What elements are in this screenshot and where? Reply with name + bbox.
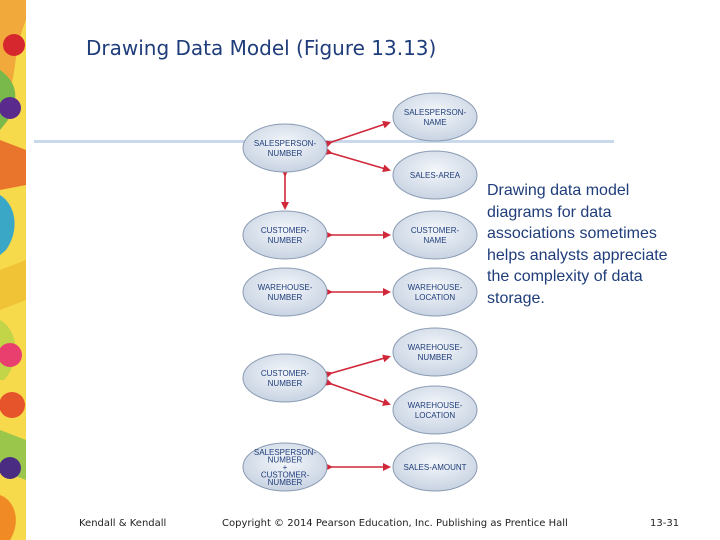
entity-label-line: NUMBER	[268, 293, 303, 302]
entity-label-line: CUSTOMER-	[261, 226, 310, 235]
entity-label-line: LOCATION	[415, 293, 456, 302]
entity-ellipse	[242, 353, 328, 403]
entity-label-line: CUSTOMER-	[261, 471, 310, 480]
entity-label-line: LOCATION	[415, 411, 456, 420]
footer-author: Kendall & Kendall	[79, 518, 167, 529]
entity-ellipse	[242, 442, 328, 492]
entity-label-line: NUMBER	[268, 456, 303, 465]
right-entity-node: WAREHOUSE-NUMBER	[392, 327, 478, 377]
entity-ellipse	[242, 267, 328, 317]
right-entity-node: WAREHOUSE-LOCATION	[392, 385, 478, 435]
entity-ellipse	[242, 123, 328, 173]
left-entity-node: CUSTOMER-NUMBER	[242, 353, 328, 403]
right-entity-node: SALESPERSON-NAME	[392, 92, 478, 142]
entity-ellipse	[242, 210, 328, 260]
right-entity-node: WAREHOUSE-LOCATION	[392, 267, 478, 317]
slide-body-text: Drawing data model diagrams for data ass…	[487, 182, 668, 307]
decorative-left-strip	[0, 0, 26, 540]
right-entity-node: SALES-AMOUNT	[392, 442, 478, 492]
entity-ellipse	[392, 267, 478, 317]
entity-label-line: SALESPERSON-	[254, 448, 317, 457]
association-arrow-0	[324, 120, 391, 149]
footer-copyright: Copyright © 2014 Pearson Education, Inc.…	[222, 518, 568, 529]
entity-label-line: SALESPERSON-	[404, 108, 467, 117]
association-arrow-5	[324, 354, 391, 379]
left-entity-node: SALESPERSON-NUMBER	[242, 123, 328, 173]
entity-label-line: NUMBER	[268, 379, 303, 388]
entity-label-line: WAREHOUSE-	[408, 401, 463, 410]
entity-label-line: SALES-AMOUNT	[403, 463, 466, 472]
entity-ellipse	[392, 210, 478, 260]
entity-label-line: NUMBER	[268, 236, 303, 245]
entity-ellipse	[392, 92, 478, 142]
right-entity-node: CUSTOMER-NAME	[392, 210, 478, 260]
left-entity-node: SALESPERSON-NUMBER+CUSTOMER-NUMBER	[242, 442, 328, 492]
data-model-diagram: SALESPERSON-NUMBERCUSTOMER-NUMBERWAREHOU…	[242, 92, 478, 492]
entity-ellipse	[392, 385, 478, 435]
left-entity-node: CUSTOMER-NUMBER	[242, 210, 328, 260]
entity-label-line: NAME	[423, 236, 446, 245]
association-arrow-1	[324, 147, 391, 173]
entity-label-line: +	[283, 463, 288, 472]
entity-label-line: NAME	[423, 118, 446, 127]
entity-label-line: CUSTOMER-	[411, 226, 460, 235]
entity-ellipse	[392, 150, 478, 200]
entity-label-line: CUSTOMER-	[261, 369, 310, 378]
entity-label-line: WAREHOUSE-	[408, 283, 463, 292]
entity-label-line: SALESPERSON-	[254, 139, 317, 148]
right-entity-node: SALES-AREA	[392, 150, 478, 200]
slide-title: Drawing Data Model (Figure 13.13)	[86, 36, 437, 60]
entity-ellipse	[392, 442, 478, 492]
entity-label-line: NUMBER	[268, 478, 303, 487]
entity-ellipse	[392, 327, 478, 377]
association-arrow-6	[324, 378, 391, 406]
entity-label-line: WAREHOUSE-	[258, 283, 313, 292]
entity-label-line: NUMBER	[268, 149, 303, 158]
left-entity-node: WAREHOUSE-NUMBER	[242, 267, 328, 317]
entity-label-line: SALES-AREA	[410, 171, 461, 180]
entity-label-line: WAREHOUSE-	[408, 343, 463, 352]
footer-page-number: 13-31	[650, 518, 680, 529]
entity-label-line: NUMBER	[418, 353, 453, 362]
